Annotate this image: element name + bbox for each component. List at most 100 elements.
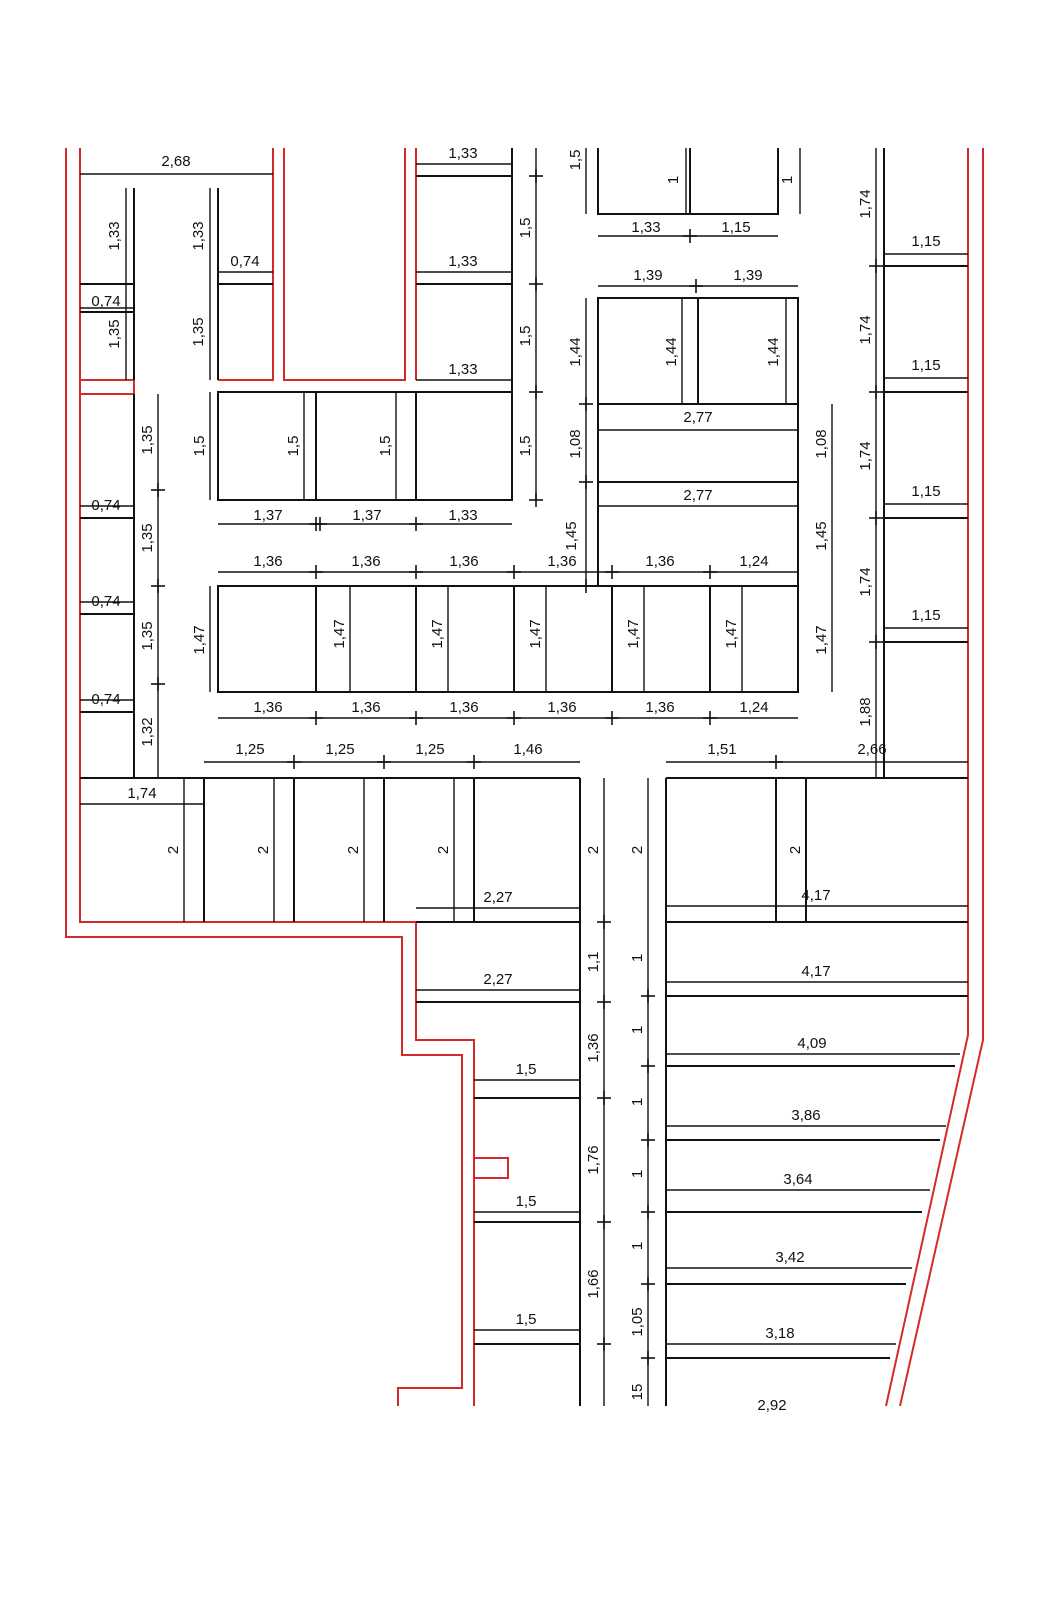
dim-label: 1,5 [285, 436, 302, 457]
dim-label: 1 [629, 1026, 646, 1034]
dim-label: 1,15 [721, 219, 750, 236]
dim-label: 1,5 [516, 1061, 537, 1078]
wall-left-inner [79, 148, 475, 1406]
dim-label: 1,36 [253, 553, 282, 570]
dim-label: 1,47 [527, 619, 544, 648]
wall-left-outer [65, 148, 463, 1406]
dim-label: 1,35 [139, 621, 156, 650]
dim-label: 1,35 [106, 319, 123, 348]
dim-label: 2 [165, 846, 182, 854]
dim-label: 1,46 [513, 741, 542, 758]
dim-label: 2,27 [483, 889, 512, 906]
dim-label: 1,33 [448, 361, 477, 378]
dim-label: 2,66 [857, 741, 886, 758]
dim-label: 1 [629, 1170, 646, 1178]
cell-block [217, 585, 799, 693]
dim-label: 1,24 [739, 553, 768, 570]
dim-label: 1,44 [567, 337, 584, 366]
dim-label: 1,74 [857, 567, 874, 596]
dim-label: 1,36 [585, 1033, 602, 1062]
dim-label: 1 [779, 176, 796, 184]
dim-label: 2,77 [683, 487, 712, 504]
dim-label: 1,76 [585, 1145, 602, 1174]
dim-label: 1,5 [377, 436, 394, 457]
dim-label: 1,36 [547, 699, 576, 716]
cells [80, 148, 968, 1406]
dim-label: 1,15 [911, 233, 940, 250]
dim-label: 3,86 [791, 1107, 820, 1124]
wall-u-shape-left [218, 148, 274, 381]
dimension-ticks [151, 169, 883, 1365]
dim-label: 2 [255, 846, 272, 854]
walls [65, 148, 984, 1407]
dim-label: 1 [665, 176, 682, 184]
dim-label: 1,25 [415, 741, 444, 758]
dim-label: 1,32 [139, 717, 156, 746]
dim-label: 1,33 [106, 221, 123, 250]
labels-horizontal: 2,68 1,33 0,74 0,74 1,33 1,33 1,33 1,15 … [91, 145, 940, 1414]
dim-label: 1,33 [448, 507, 477, 524]
dim-label: 1,36 [645, 553, 674, 570]
dim-label: 1,36 [253, 699, 282, 716]
dim-label: 0,74 [91, 593, 120, 610]
dim-label: 1,1 [585, 952, 602, 973]
dim-label: 1,37 [253, 507, 282, 524]
dim-label: 1,47 [813, 625, 830, 654]
dim-label: 1,36 [449, 553, 478, 570]
dim-label: 1,15 [911, 357, 940, 374]
dim-label: 1,5 [516, 1193, 537, 1210]
dim-label: 1,08 [813, 429, 830, 458]
dim-label: 1,45 [813, 521, 830, 550]
dim-label: 2,27 [483, 971, 512, 988]
dim-label: 1,39 [733, 267, 762, 284]
dim-label: 1,5 [517, 218, 534, 239]
dim-label: 1 [629, 1098, 646, 1106]
dim-label: 1,36 [449, 699, 478, 716]
cell-block [217, 391, 513, 501]
dim-label: 1,36 [547, 553, 576, 570]
dim-label: 1,36 [351, 699, 380, 716]
dim-label: 2 [585, 846, 602, 854]
dim-label: 1,24 [739, 699, 768, 716]
dim-label: 2,92 [757, 1397, 786, 1414]
dim-label: 1,36 [351, 553, 380, 570]
dim-label: 2 [435, 846, 452, 854]
dim-label: 0,74 [230, 253, 259, 270]
dim-label: 2 [787, 846, 804, 854]
dim-label: 0,74 [91, 691, 120, 708]
dim-label: 1,33 [448, 145, 477, 162]
dim-label: 1,5 [567, 150, 584, 171]
dim-label: 1,37 [352, 507, 381, 524]
dim-label: 4,17 [801, 963, 830, 980]
dim-label: 1 [629, 1242, 646, 1250]
wall-niche [474, 1157, 509, 1179]
dim-label: 1,47 [723, 619, 740, 648]
dimension-lines [80, 148, 968, 1406]
dim-label: 1,35 [139, 523, 156, 552]
dim-label: 2,77 [683, 409, 712, 426]
wall-right-inner [885, 148, 969, 1407]
dim-label: 1,5 [517, 326, 534, 347]
dim-label: 2 [629, 846, 646, 854]
dim-label: 1,66 [585, 1269, 602, 1298]
dim-label: 3,64 [783, 1171, 812, 1188]
dim-label: 1,74 [127, 785, 156, 802]
dim-label: 1,74 [857, 315, 874, 344]
labels-vertical: 1,33 1,33 1,35 1,35 1,5 1,5 1,5 1,5 1 1 … [106, 150, 874, 1401]
wall-left-room-outline [80, 379, 135, 395]
dim-label: 1,88 [857, 697, 874, 726]
dim-label: 15 [629, 1384, 646, 1401]
dim-label: 1 [629, 954, 646, 962]
dim-label: 1,25 [235, 741, 264, 758]
dim-label: 4,17 [801, 887, 830, 904]
dim-label: 1,5 [191, 436, 208, 457]
dim-label: 1,25 [325, 741, 354, 758]
dim-label: 1,44 [765, 337, 782, 366]
dim-label: 1,44 [663, 337, 680, 366]
dim-label: 1,5 [516, 1311, 537, 1328]
wall-u-shape-inner [283, 148, 406, 381]
dim-label: 1,5 [517, 436, 534, 457]
dim-label: 1,35 [139, 425, 156, 454]
dim-label: 1,47 [429, 619, 446, 648]
